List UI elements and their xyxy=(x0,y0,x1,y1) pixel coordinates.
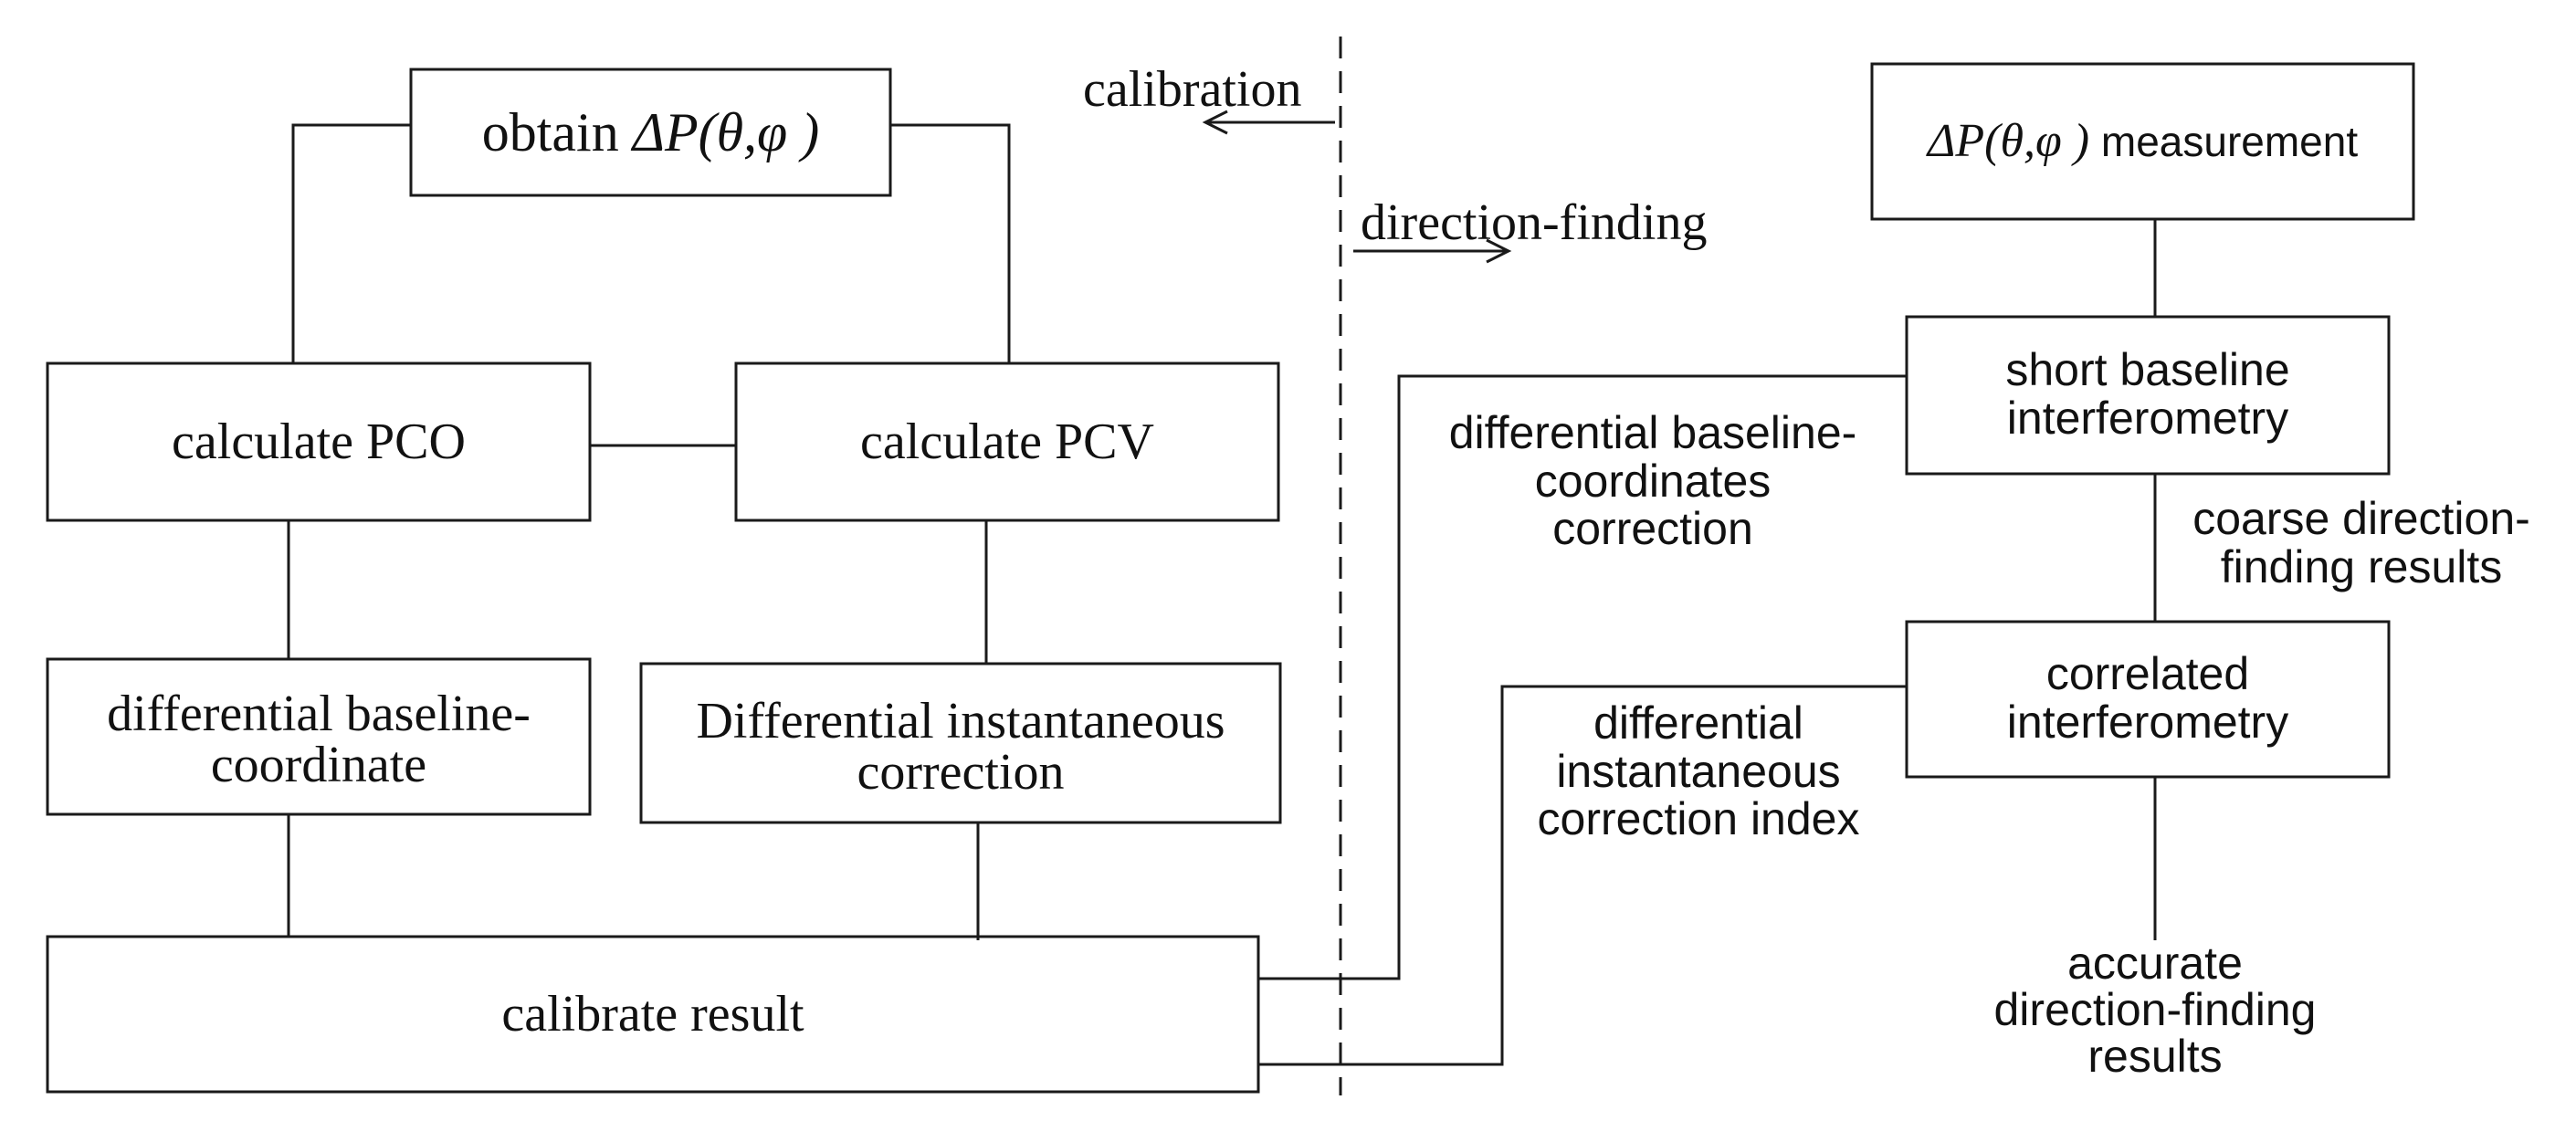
correlated-line-2: interferometry xyxy=(2006,696,2289,748)
short-baseline-line-2: interferometry xyxy=(2006,392,2289,444)
obtain-formula: ΔP(θ,φ ) xyxy=(632,102,820,162)
coarse-line-2: finding results xyxy=(2220,540,2503,592)
diff-inst-box-frame xyxy=(639,662,1282,824)
accurate-results-label: accurate direction-finding results xyxy=(1927,940,2383,1080)
diff-baseline-correction-label: differential baseline- coordinates corre… xyxy=(1406,409,1899,553)
measurement-box-label: ΔP(θ,φ ) measurement xyxy=(1872,64,2413,219)
connector-pco-to-obtain xyxy=(291,123,411,363)
calibration-label: calibration xyxy=(1083,61,1302,118)
result-box-label: calibrate result xyxy=(47,937,1258,1092)
pcv-box-label: calculate PCV xyxy=(736,363,1278,520)
diff-inst-box-label: Differential instantaneous correction xyxy=(641,696,1280,798)
measurement-suffix: measurement xyxy=(2089,118,2359,165)
measurement-box-frame xyxy=(1870,62,2415,221)
accurate-line-3: results xyxy=(2087,1031,2223,1082)
accurate-line-2: direction-finding xyxy=(1993,984,2317,1035)
diff-inst-correction-line-1: differential xyxy=(1593,697,1803,749)
diff-inst-line-2: correction xyxy=(857,744,1065,801)
obtain-prefix: obtain xyxy=(481,102,633,162)
short-baseline-box-label: short baseline interferometry xyxy=(1907,346,2389,442)
diff-baseline-line-1: differential baseline- xyxy=(107,686,531,742)
diff-baseline-line-2: coordinate xyxy=(210,737,427,793)
calibration-arrow-head xyxy=(1202,110,1228,135)
pco-box-frame xyxy=(46,361,592,522)
connector-result-to-short-baseline xyxy=(1258,374,1907,980)
pcv-box-frame xyxy=(734,361,1280,522)
result-box-frame xyxy=(46,935,1260,1094)
pco-box-text: calculate PCO xyxy=(172,414,466,470)
correlated-box-frame xyxy=(1905,620,2391,779)
diff-baseline-box-frame xyxy=(46,657,592,816)
coarse-line-1: coarse direction- xyxy=(2192,493,2530,544)
coarse-results-label: coarse direction- finding results xyxy=(2161,495,2562,591)
obtain-box-label: obtain ΔP(θ,φ ) xyxy=(411,69,890,195)
diff-inst-correction-line-3: correction index xyxy=(1537,793,1860,844)
connector-result-to-correlated xyxy=(1258,685,1907,1066)
diff-inst-correction-line-2: instantaneous xyxy=(1556,745,1841,797)
correlated-box-label: correlated interferometry xyxy=(1907,650,2389,746)
short-baseline-box-frame xyxy=(1905,315,2391,476)
diff-inst-line-1: Differential instantaneous xyxy=(696,693,1225,749)
direction-arrow-head xyxy=(1486,238,1512,264)
short-baseline-line-1: short baseline xyxy=(2005,344,2290,395)
diff-baseline-correction-line-2: coordinates xyxy=(1534,455,1772,507)
diff-baseline-correction-line-1: differential baseline- xyxy=(1448,407,1857,458)
result-box-text: calibrate result xyxy=(501,986,804,1042)
diff-baseline-correction-line-3: correction xyxy=(1552,503,1753,554)
direction-finding-label: direction-finding xyxy=(1361,194,1708,251)
correlated-line-1: correlated xyxy=(2045,648,2250,699)
connector-obtain-to-pcv xyxy=(890,123,1011,363)
measurement-formula: ΔP(θ,φ ) xyxy=(1927,115,2090,167)
diff-inst-correction-label: differential instantaneous correction in… xyxy=(1498,699,1899,843)
accurate-line-1: accurate xyxy=(2067,938,2243,989)
pcv-box-text: calculate PCV xyxy=(860,414,1154,470)
diff-baseline-box-label: differential baseline- coordinate xyxy=(47,688,590,791)
pco-box-label: calculate PCO xyxy=(47,363,590,520)
obtain-box-frame xyxy=(409,68,892,197)
